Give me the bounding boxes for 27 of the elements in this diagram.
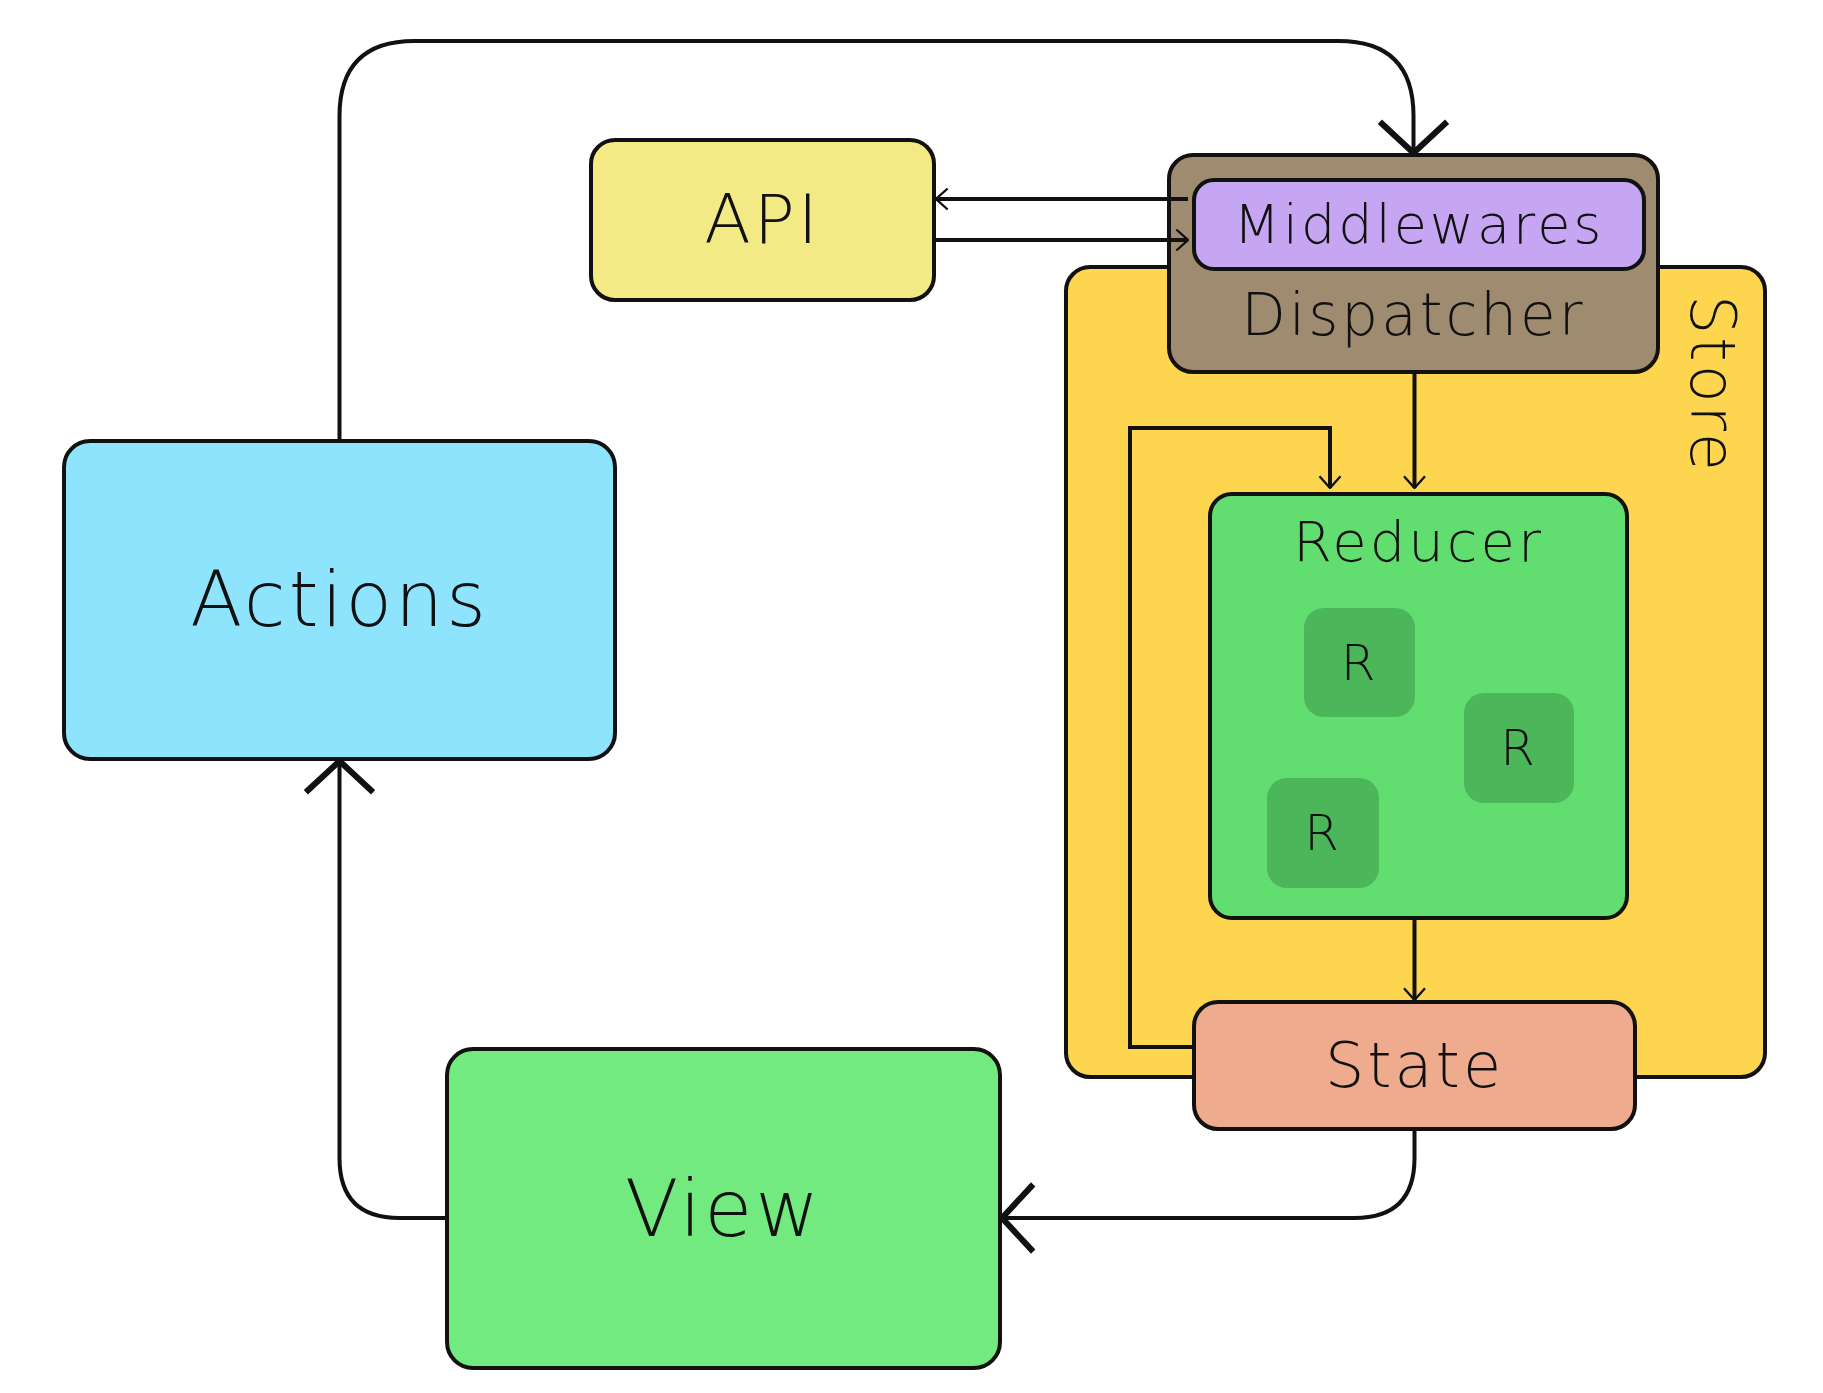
arrow [1402,374,1427,490]
reducer-item [1464,693,1574,803]
middlewares-box [1192,178,1646,271]
node-label: Actions [190,562,489,638]
dispatcher-box [1167,153,1660,374]
arrow [999,1131,1417,1255]
api-box [589,138,936,302]
node-label: R [1500,723,1538,773]
state-box [1192,1000,1637,1131]
actions-box [62,439,617,761]
node-label: API [704,186,821,254]
node-label: R [1304,808,1342,858]
arrow [1128,426,1342,1049]
arrow [302,758,445,1220]
node-label: Middlewares [1233,197,1605,252]
node-label: State [1324,1034,1505,1097]
reducer-item [1304,608,1415,717]
arrow [337,39,1451,439]
reducer-item [1267,778,1379,888]
reducer-box [1208,492,1629,920]
node-label: View [624,1169,823,1248]
arrow [936,228,1190,252]
node-label: Store [1681,295,1743,474]
node-label: Reducer [1292,514,1545,570]
node-label: R [1340,637,1379,688]
view-box [445,1047,1002,1370]
arrow [934,187,1188,211]
